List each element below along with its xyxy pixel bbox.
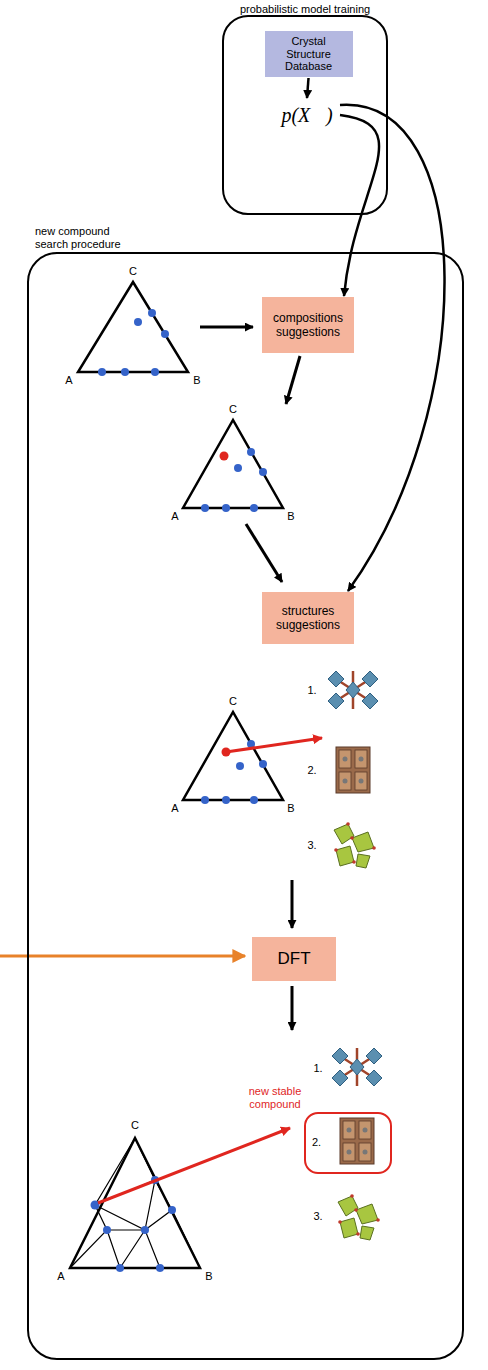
crystal-structure	[334, 822, 376, 868]
group-box: new compound search procedurecomposition…	[27, 252, 464, 1360]
red-arrow	[226, 738, 322, 752]
node-heading: 2.	[312, 1136, 321, 1148]
vertex-label: C	[131, 1120, 139, 1131]
group-box: probabilistic model trainingCrystal Stru…	[222, 15, 388, 215]
connector	[340, 115, 379, 296]
flow-arrow	[291, 880, 294, 928]
vertex-label: A	[171, 803, 178, 814]
vertex-label: C	[229, 696, 237, 707]
node-label: Crystal Structure Database	[270, 35, 348, 73]
crystal-structure	[338, 1194, 380, 1240]
highlight-box: new stable compound2.	[304, 1112, 392, 1174]
process-box: DFT	[252, 937, 336, 981]
vertex-label: A	[65, 375, 72, 386]
red-arrow	[98, 1128, 290, 1203]
probability-term: p(X⃗)	[276, 99, 338, 131]
composition-triangle	[183, 712, 283, 804]
pointer-arrow	[0, 955, 245, 958]
node-label: DFT	[277, 949, 310, 969]
node-heading: new compound search procedure	[35, 225, 130, 251]
connector	[307, 78, 309, 98]
convex-hull-triangle	[70, 1138, 200, 1272]
composition-triangle	[78, 282, 188, 376]
node-label: structures suggestions	[267, 604, 349, 633]
list-number: 3.	[307, 840, 316, 851]
process-box: compositions suggestions	[262, 297, 354, 353]
crystal-structure	[340, 1118, 374, 1164]
node-heading: probabilistic model training	[240, 3, 370, 15]
vertex-label: B	[287, 803, 294, 814]
vertex-label: B	[287, 511, 294, 522]
vertex-label: B	[205, 1271, 212, 1282]
vertex-label: B	[193, 375, 200, 386]
crystal-structure	[332, 1048, 382, 1086]
crystal-structure	[328, 671, 378, 709]
flow-arrow	[200, 326, 253, 329]
flow-arrow	[286, 356, 300, 404]
list-number: 3.	[313, 1211, 322, 1222]
vertex-label: C	[229, 404, 237, 415]
connector	[340, 105, 445, 591]
list-number: 1.	[307, 685, 316, 696]
list-number: 1.	[313, 1063, 322, 1074]
node-label: p(X⃗)	[281, 104, 332, 127]
node-heading: new stable compound	[246, 1085, 304, 1111]
database-box: Crystal Structure Database	[265, 31, 353, 77]
flow-arrow	[291, 986, 294, 1030]
node-label: compositions suggestions	[267, 311, 349, 340]
flow-arrow	[246, 524, 282, 582]
crystal-structure	[336, 747, 370, 793]
vertex-label: A	[57, 1271, 64, 1282]
list-number: 2.	[307, 765, 316, 776]
vertex-label: C	[129, 266, 137, 277]
process-box: structures suggestions	[262, 592, 354, 644]
vertex-label: A	[171, 511, 178, 522]
composition-triangle	[183, 420, 283, 512]
